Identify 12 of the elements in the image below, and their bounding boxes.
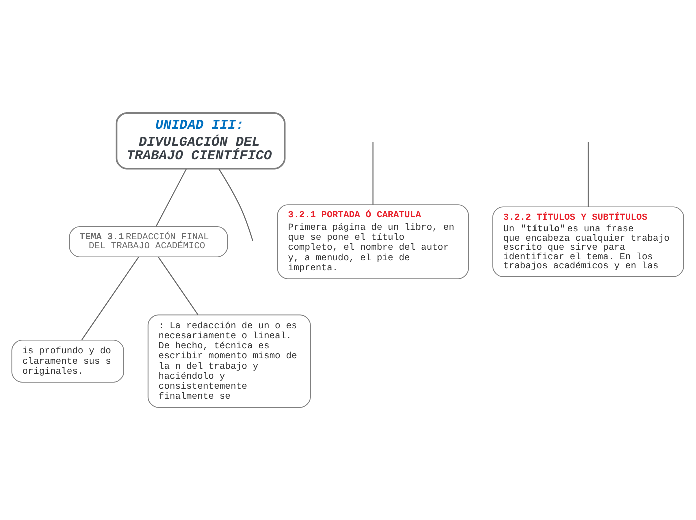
connector (218, 168, 254, 241)
node-box: UNIDAD III: DIVULGACIÓN DEL TRABAJO CIENTÍFICO (116, 112, 286, 170)
connector (82, 256, 140, 340)
connector (372, 142, 374, 204)
node-box: 3.2.1 PORTADA Ó CARATULA Primera página de un libro, en que se pone el título completo, el nombre del autor y, a menudo, el pie de imprenta. (277, 204, 470, 279)
connector (156, 168, 188, 226)
connector (588, 142, 589, 207)
node-box: : La redacción de un o es necesariamente o lineal. De hecho, técnica es escribir momento mismo de la n del trabajo y haciéndolo y consistentemente finalmente se (148, 314, 311, 408)
connector (158, 256, 199, 315)
node-box: is profundo y do claramente sus s originales. (12, 339, 124, 382)
node-box: 3.2.2 TÍTULOS Y SUBTÍTULOS Un "título" es una frase que encabeza cualquier trabajo escrito que sirve para identificar el tema. En los trabajos académicos y en las (492, 206, 684, 277)
node-box: TEMA 3.1 REDACCIÓN FINAL DEL TRABAJO ACADÉMICO (69, 226, 228, 258)
